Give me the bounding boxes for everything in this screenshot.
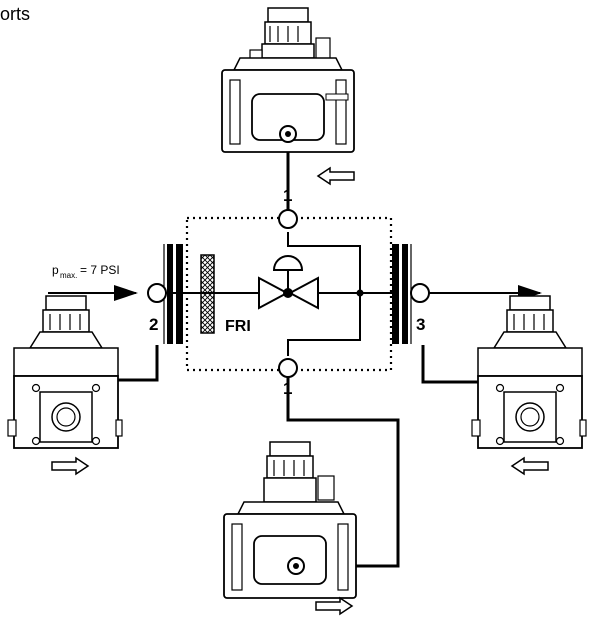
top-flow-arrow-icon [316,166,355,186]
pressure-symbol: p [52,263,59,277]
right-flow-arrow-icon [510,456,549,476]
pressure-switch-left [7,295,123,449]
pressure-switch-right [471,295,587,449]
pressure-switch-top [221,7,355,153]
port-2-circle [147,283,167,303]
filter-label: FRI [225,318,251,335]
pressure-subscript: max. [60,271,77,280]
bottom-switch-connection [286,377,400,568]
port-3-circle [410,283,430,303]
port-2-label: 2 [149,315,158,334]
valve-symbol [258,255,319,310]
title-fragment: orts [0,4,30,24]
port-3-label: 3 [416,315,425,334]
pressure-value: = 7 PSI [80,263,120,277]
port-1-bottom-circle [278,358,298,378]
bottom-flow-arrow-icon [315,596,354,616]
valve-block: FRI 1 1 [162,186,396,398]
left-flow-arrow-icon [51,456,90,476]
filter-element [200,254,215,334]
outlet-flange [392,244,412,344]
junction-dot [356,289,364,297]
pressure-label: p max. = 7 PSI [52,263,120,280]
port-1-top-circle [278,209,298,229]
pressure-switch-bottom [223,441,357,599]
